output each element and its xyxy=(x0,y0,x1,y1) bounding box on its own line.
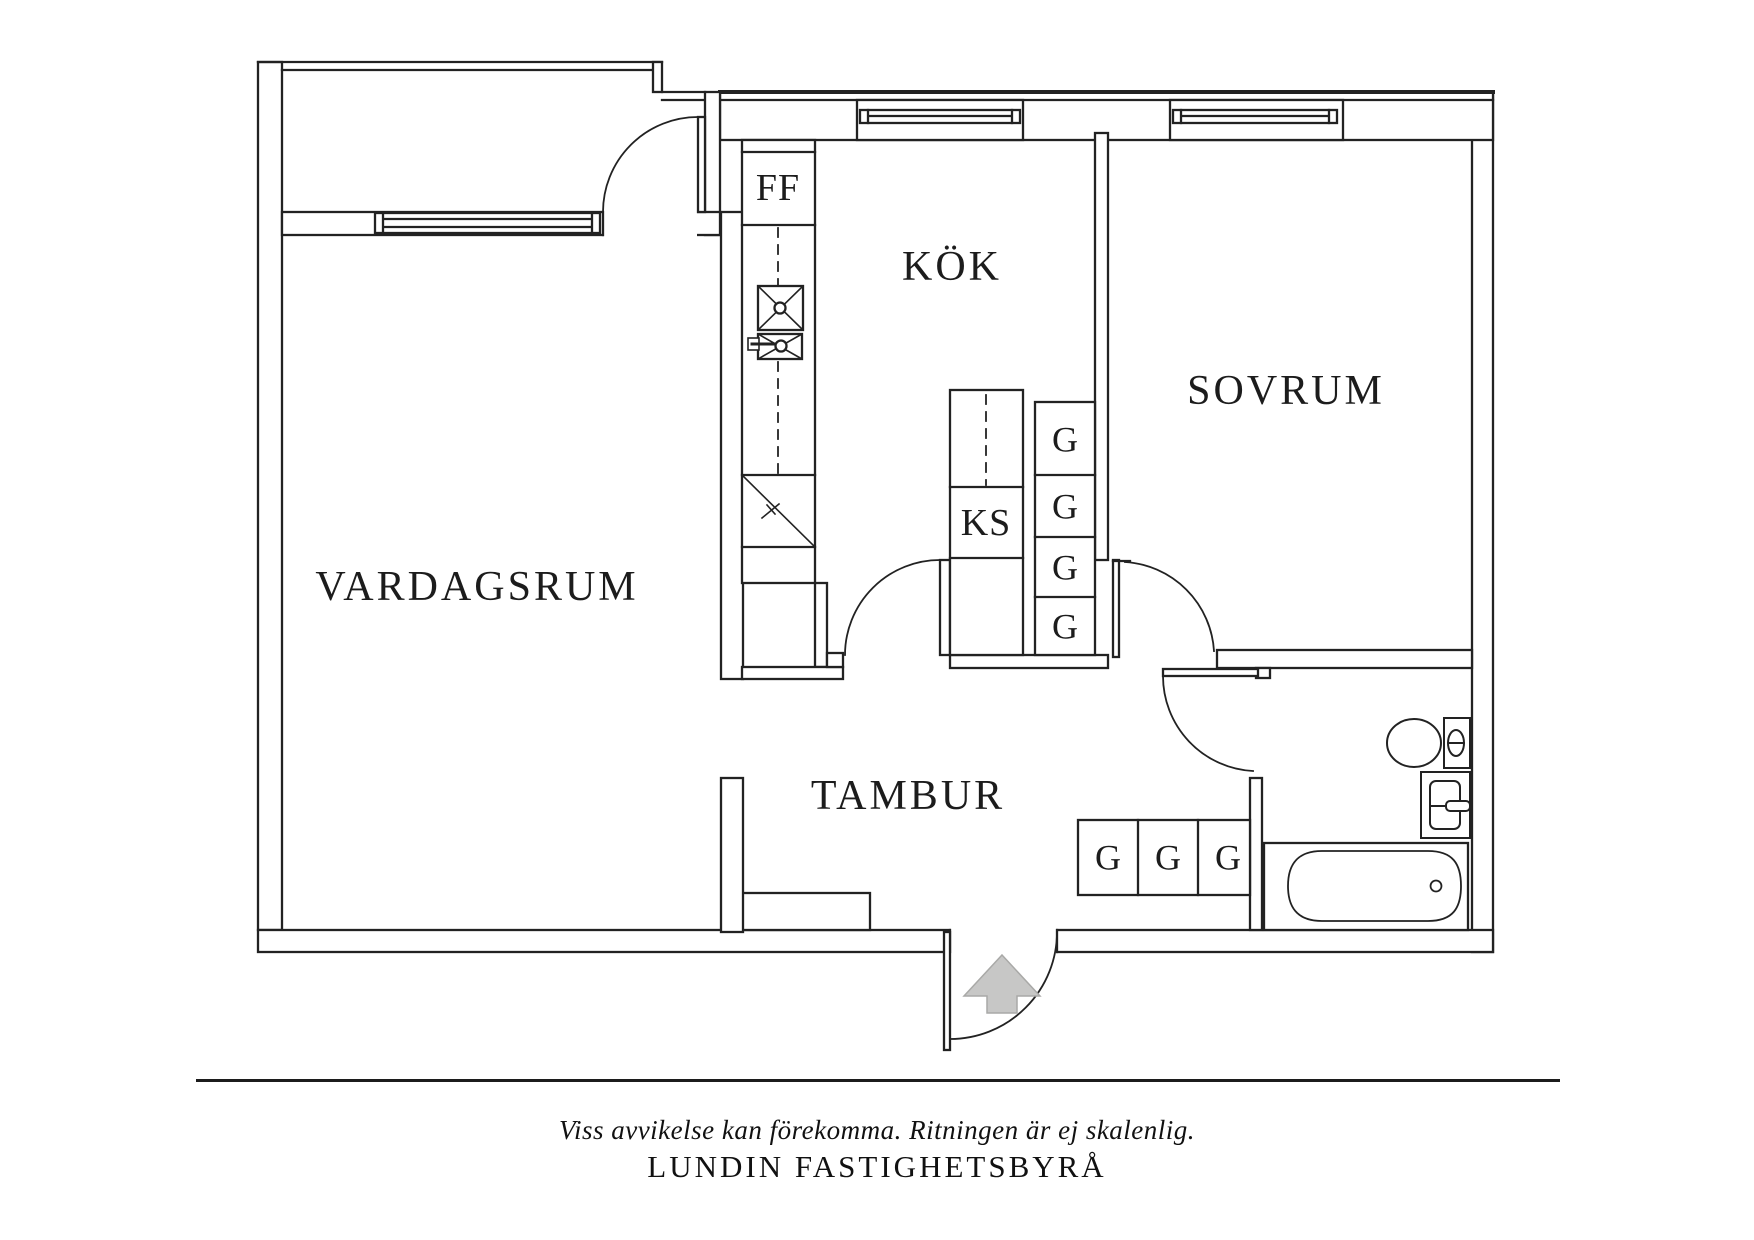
balcony-door xyxy=(602,115,707,214)
livingroom-window-icon xyxy=(373,211,602,235)
hall-wardrobe-row xyxy=(1076,818,1252,897)
refrigerator-cabinet xyxy=(948,388,1025,657)
kitchen-door xyxy=(844,558,952,657)
entry-arrow-icon xyxy=(962,953,1042,1014)
room-label-kok: KÖK xyxy=(902,244,1002,291)
wardrobe-g-label: G xyxy=(1052,606,1078,647)
footer-divider xyxy=(196,1079,1560,1082)
kitchen-sink-icon xyxy=(756,284,805,332)
room-label-tambur: TAMBUR xyxy=(810,773,1006,820)
walls xyxy=(256,60,1495,955)
bathroom-door xyxy=(1161,667,1260,772)
toilet-icon xyxy=(1386,717,1471,769)
footer-disclaimer: Viss avvikelse kan förekomma. Ritningen … xyxy=(558,1114,1196,1145)
refrigerator-label: KS xyxy=(960,502,1012,545)
wardrobe-g-label: G xyxy=(1052,419,1078,460)
dishwasher-icon xyxy=(740,473,817,549)
wardrobe-g-label: G xyxy=(1052,486,1078,527)
wardrobe-g-label: G xyxy=(1095,837,1121,878)
room-label-sovrum: SOVRUM xyxy=(1187,368,1385,415)
bathtub-icon xyxy=(1262,841,1470,932)
room-label-vardagsrum: VARDAGSRUM xyxy=(315,564,639,611)
wardrobe-column xyxy=(1033,400,1097,657)
wardrobe-g-label: G xyxy=(1155,837,1181,878)
stove-icon xyxy=(747,332,804,361)
entry-door xyxy=(942,930,1058,1052)
footer-brand: LUNDIN FASTIGHETSBYRÅ xyxy=(647,1148,1107,1184)
bedroom-door xyxy=(1111,558,1215,659)
wardrobe-g-label: G xyxy=(1052,547,1078,588)
kitchen-window-icon xyxy=(855,98,1025,142)
wardrobe-g-label: G xyxy=(1215,837,1241,878)
bedroom-window-icon xyxy=(1168,98,1345,142)
sink-icon xyxy=(1420,771,1471,839)
kitchen-counter xyxy=(740,138,817,585)
fridge-freezer-label: FF xyxy=(755,167,801,210)
